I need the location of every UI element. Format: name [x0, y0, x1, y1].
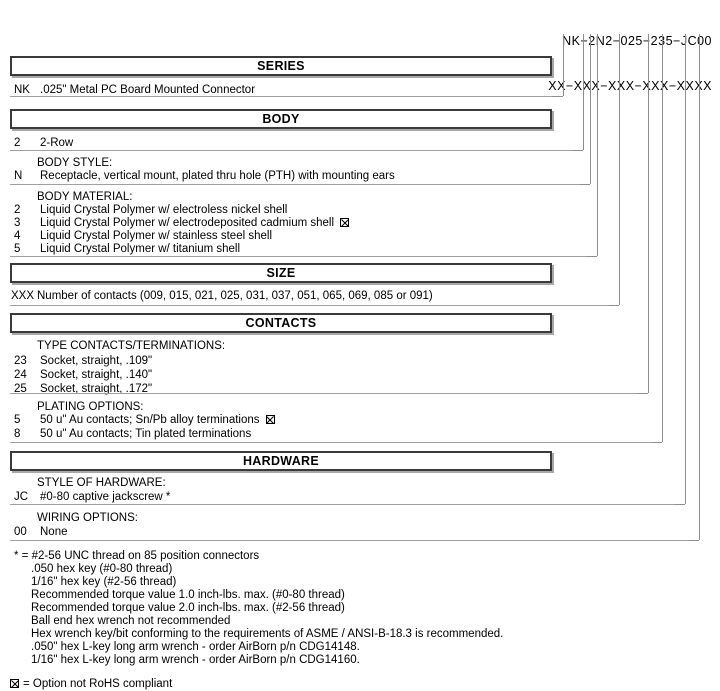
option-code: JC	[14, 491, 29, 503]
leader-elbow-body-material	[587, 256, 597, 257]
option-code: 8	[14, 428, 21, 440]
rohs-legend-text: = Option not RoHS compliant	[23, 678, 173, 690]
section-rule	[10, 540, 699, 541]
footnote-line: Recommended torque value 1.0 inch-lbs. m…	[31, 589, 345, 601]
group-label-contacts-type: TYPE CONTACTS/TERMINATIONS:	[37, 340, 226, 352]
leader-elbow-contacts-type	[638, 393, 648, 394]
option-code: 3	[14, 217, 21, 229]
part-number-example: NK−2N2−025−235−JC00	[562, 34, 712, 48]
footnote-line: 1/16" hex key (#2-56 thread)	[31, 576, 177, 588]
option-description: Socket, straight, .109"	[40, 355, 153, 367]
option-description: Liquid Crystal Polymer w/ stainless stee…	[40, 230, 273, 242]
option-description: 2-Row	[40, 137, 74, 149]
section-rule	[10, 184, 590, 185]
rohs-noncompliant-icon	[340, 218, 350, 227]
leader-elbow-body-row	[573, 150, 583, 151]
option-code: NK	[14, 84, 30, 96]
section-rule	[10, 150, 583, 151]
part-number-mask: XX−XXX−XXX−XXX−XXXX	[548, 79, 712, 93]
section-header-body: BODY	[10, 109, 552, 129]
group-label-body-style: BODY STYLE:	[37, 157, 113, 169]
leader-line-hardware-style	[685, 34, 686, 504]
option-description: .025" Metal PC Board Mounted Connector	[40, 84, 256, 96]
option-code: 2	[14, 204, 21, 216]
section-rule	[10, 305, 619, 306]
option-description-with-mark: Liquid Crystal Polymer w/ electrodeposit…	[40, 217, 350, 230]
option-code: 24	[14, 369, 27, 381]
leader-line-body-material	[597, 34, 598, 256]
leader-line-wiring	[699, 34, 700, 540]
option-description: 50 u" Au contacts; Sn/Pb alloy terminati…	[40, 414, 260, 426]
group-label-hardware-style: STYLE OF HARDWARE:	[37, 477, 166, 489]
option-code: 5	[14, 243, 21, 255]
section-rule	[10, 504, 685, 505]
option-description: Liquid Crystal Polymer w/ electrodeposit…	[40, 217, 335, 229]
group-label-body-material: BODY MATERIAL:	[37, 191, 133, 203]
option-description: Number of contacts (009, 015, 021, 025, …	[37, 290, 433, 302]
leader-line-body-row	[583, 34, 584, 150]
footnote-line: .050" hex L-key long arm wrench - order …	[31, 641, 360, 653]
option-description: Socket, straight, .140"	[40, 369, 153, 381]
rohs-legend: = Option not RoHS compliant	[10, 678, 172, 691]
option-description: Liquid Crystal Polymer w/ electroless ni…	[40, 204, 288, 216]
section-header-hardware: HARDWARE	[10, 451, 552, 471]
option-code: 5	[14, 414, 21, 426]
option-code: 4	[14, 230, 21, 242]
rohs-noncompliant-icon	[265, 415, 275, 424]
leader-line-plating	[662, 34, 663, 442]
option-description: Liquid Crystal Polymer w/ titanium shell	[40, 243, 241, 255]
option-code: XXX	[11, 290, 35, 302]
option-code: 23	[14, 355, 27, 367]
leader-line-series	[563, 34, 564, 96]
option-code: 25	[14, 383, 27, 395]
section-rule	[10, 442, 662, 443]
leader-line-size	[619, 34, 620, 305]
footnote-lead: * = #2-56 UNC thread on 85 position conn…	[14, 550, 260, 562]
section-rule	[10, 256, 597, 257]
group-label-plating: PLATING OPTIONS:	[37, 401, 144, 413]
option-description: Receptacle, vertical mount, plated thru …	[40, 170, 395, 182]
section-rule	[10, 96, 562, 97]
option-description: 50 u" Au contacts; Tin plated terminatio…	[40, 428, 252, 440]
option-description-with-mark: 50 u" Au contacts; Sn/Pb alloy terminati…	[40, 414, 275, 427]
option-description: #0-80 captive jackscrew *	[40, 491, 171, 503]
option-code: 00	[14, 526, 27, 538]
leader-line-contacts-type	[648, 34, 649, 393]
option-code: N	[14, 170, 23, 182]
option-description: Socket, straight, .172"	[40, 383, 153, 395]
leader-elbow-plating	[652, 442, 662, 443]
group-label-wiring: WIRING OPTIONS:	[37, 512, 138, 524]
footnote-line: 1/16" hex L-key long arm wrench - order …	[31, 654, 360, 666]
leader-line-body-style	[590, 34, 591, 184]
leader-elbow-wiring	[689, 540, 699, 541]
option-description: None	[40, 526, 68, 538]
footnote-line: Hex wrench key/bit conforming to the req…	[31, 628, 504, 640]
section-header-contacts: CONTACTS	[10, 313, 552, 333]
footnote-line: .050 hex key (#0-80 thread)	[31, 563, 173, 575]
section-rule	[10, 393, 648, 394]
leader-elbow-series	[552, 96, 563, 97]
leader-elbow-hardware-style	[675, 504, 685, 505]
leader-elbow-size	[609, 305, 619, 306]
section-header-series: SERIES	[10, 56, 552, 76]
footnote-line: Recommended torque value 2.0 inch-lbs. m…	[31, 602, 345, 614]
section-header-size: SIZE	[10, 263, 552, 283]
rohs-noncompliant-icon	[10, 679, 19, 688]
footnote-line: Ball end hex wrench not recommended	[31, 615, 231, 627]
leader-elbow-body-style	[580, 184, 590, 185]
part-number-header: NK−2N2−025−235−JC00 XX−XXX−XXX−XXX−XXXX	[0, 4, 712, 109]
option-code: 2	[14, 137, 21, 149]
